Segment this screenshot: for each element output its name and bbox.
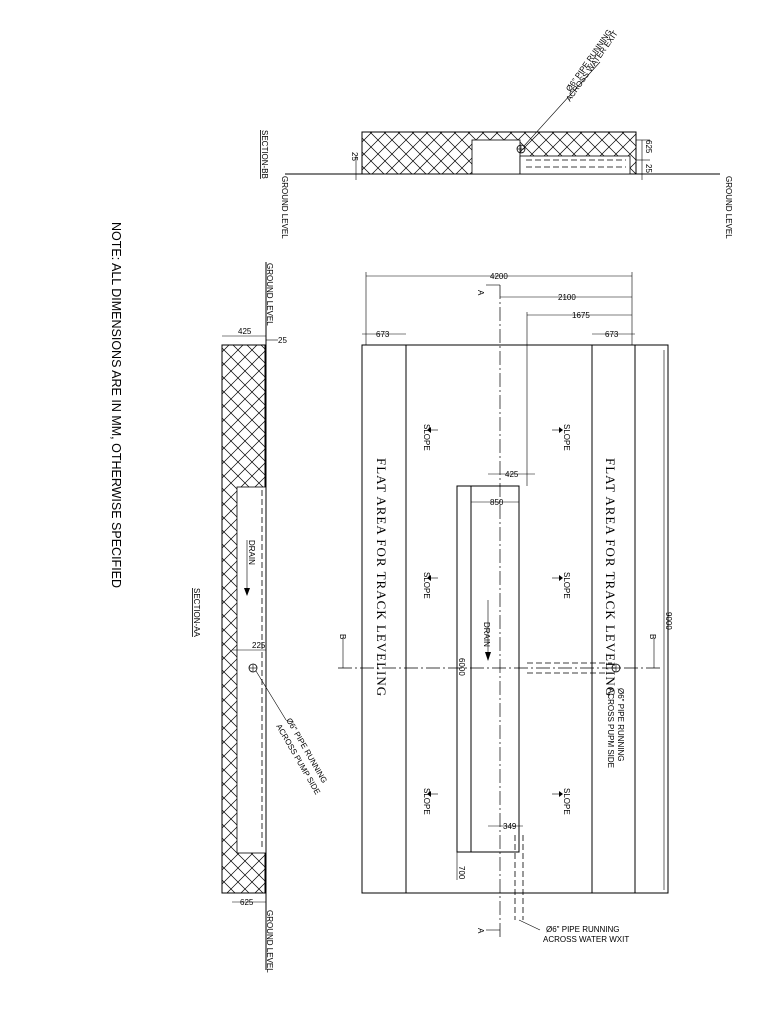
flat-area-label-left: FLAT AREA FOR TRACK LEVELING [374,458,389,697]
section-aa-title: SECTION-AA [192,588,201,638]
dimension-label: 673 [376,330,390,339]
slope-arrowhead [559,575,563,581]
slope-arrowhead [427,575,431,581]
dimension-label: 425 [238,327,252,336]
slope-arrowhead [559,791,563,797]
ground-level-label: GROUND LEVEL [280,176,289,239]
dimension-label: 25 [350,152,359,161]
section-mark-label: A [476,928,485,934]
dimension-label: 25 [278,336,287,345]
section-bb-channel [471,139,521,175]
flat-area-label-right: FLAT AREA FOR TRACK LEVELING [603,458,618,697]
drain-arrowhead [485,652,491,661]
ground-level-label: GROUND LEVEL [265,263,274,326]
section-mark-label: B [338,634,347,639]
pipe-note-line2: ACROSS WATER EXIT [564,29,620,103]
slope-arrowhead [427,791,431,797]
dimension-label: 625 [240,898,254,907]
slope-arrowhead [559,427,563,433]
slope-label: SLOPE [562,572,571,599]
section-bb-pipe-trench [519,155,631,175]
ground-level-label: GROUND LEVEL [724,176,733,239]
dimension-label: 700 [457,866,466,880]
pipe-note-line2: ACROSS WATER WXIT [543,935,629,944]
dimension-label: 9000 [664,612,673,630]
pipe-note-line1: Ø6" PIPE RUNNING [546,925,620,934]
slope-label: SLOPE [562,788,571,815]
pipe-leader [523,61,601,147]
slope-label: SLOPE [422,572,431,599]
section-bb-title: SECTION-BB [260,130,269,179]
general-note: NOTE: ALL DIMENSIONS ARE IN MM, OTHERWIS… [109,222,123,588]
pipe-note-line2: ACROSS PUPM SIDE [606,688,615,768]
plan-outline [361,344,669,894]
drain-arrowhead [244,588,250,596]
drain-label: DRAIN [247,540,256,565]
section-bb: SECTION-BB GROUND LEVEL GROUND LEVEL 25 … [260,28,733,239]
dimension-label: 6000 [457,658,466,676]
section-mark-label: A [476,290,485,296]
slope-label: SLOPE [562,424,571,451]
drain-label: DRAIN [482,622,491,647]
ground-level-label: GROUND LEVEL [265,910,274,973]
dimension-label: 1675 [572,311,590,320]
slope-arrowhead [427,427,431,433]
dimension-label: 225 [252,641,266,650]
dimension-label: 4200 [490,272,508,281]
pipe-leader [255,670,287,721]
dimension-label: 850 [490,498,504,507]
plan-view: 4200 2100 1675 673 673 425 850 349 6000 … [338,272,673,944]
dimension-label: 349 [503,822,517,831]
dimension-label: 25 [644,164,653,173]
slope-label: SLOPE [422,788,431,815]
section-mark-label: B [648,634,657,639]
dimension-label: 625 [644,140,653,154]
pipe-note-line1: Ø6" PIPE RUNNING [616,688,625,762]
pipe-leader [518,919,541,931]
dimension-label: 2100 [558,293,576,302]
section-aa-drain-channel [236,486,267,854]
section-aa: 425 25 225 625 GROUND LEVEL GROUND LEVEL… [192,262,329,973]
dimension-label: 425 [505,470,519,479]
dimension-label: 673 [605,330,619,339]
slope-label: SLOPE [422,424,431,451]
